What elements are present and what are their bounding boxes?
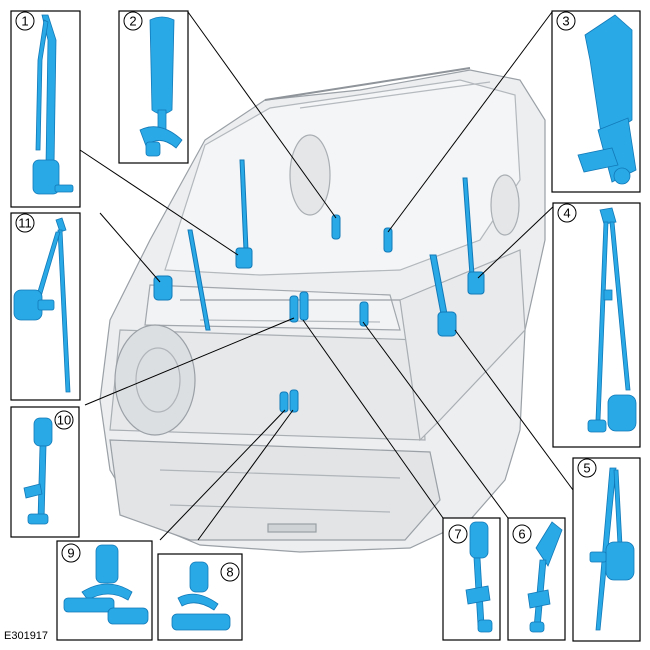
seat-belt-buckle-icon (527, 521, 563, 633)
callout-3: 3 (551, 10, 641, 193)
seat-belt-buckle-icon (577, 14, 637, 185)
callout-number: 3 (562, 14, 569, 29)
seat-belt-buckle-icon (465, 521, 493, 633)
seat-belt-buckle-icon (139, 16, 183, 157)
callout-9: 9 (56, 540, 153, 641)
callout-7: 7 (442, 517, 501, 641)
seat-belt-retractor-icon (587, 207, 637, 433)
callout-8: 8 (157, 553, 243, 641)
callout-10: 10 (10, 406, 80, 538)
callout-number: 1 (21, 14, 28, 29)
callout-number: 2 (129, 14, 136, 29)
figure-id: E301917 (4, 630, 49, 642)
callout-number: 5 (583, 461, 590, 476)
seat-belt-buckle-icon (63, 544, 149, 625)
callout-number: 6 (518, 527, 525, 542)
callout-6: 6 (507, 517, 566, 641)
seat-belt-retractor-icon (32, 14, 74, 195)
leader-lines (79, 11, 574, 541)
seat-belt-buckle-icon (171, 561, 231, 631)
vehicle-illustration (99, 67, 546, 553)
seat-belt-buckle-icon (23, 417, 53, 525)
callout-1: 1 (10, 10, 81, 208)
callout-number: 11 (18, 216, 32, 231)
callout-number: 7 (454, 527, 461, 542)
callout-number: 9 (67, 546, 74, 561)
callout-2: 2 (118, 10, 189, 164)
callout-number: 8 (226, 565, 233, 580)
callout-number: 10 (57, 413, 71, 428)
callout-11: 11 (10, 212, 81, 401)
callout-5: 5 (572, 457, 641, 642)
vehicle-mounted-parts (153, 159, 485, 413)
seat-belt-retractor-icon (589, 467, 635, 631)
callout-number: 4 (563, 206, 570, 221)
callout-marker (15, 11, 35, 31)
seat-belt-retractor-icon (13, 217, 71, 393)
callout-4: 4 (552, 202, 641, 448)
